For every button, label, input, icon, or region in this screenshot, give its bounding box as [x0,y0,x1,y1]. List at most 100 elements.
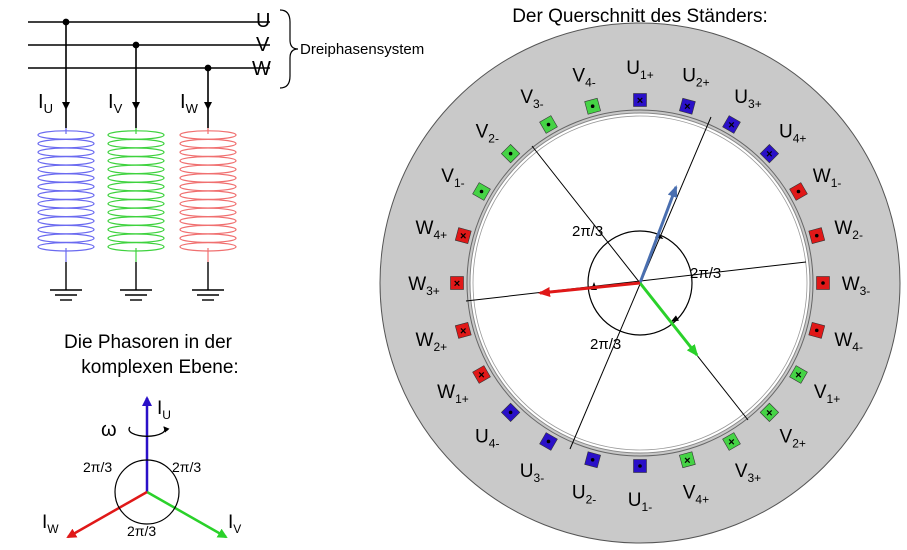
ground-symbol [50,262,82,301]
svg-text:×: × [766,407,772,419]
slot-label: W3+ [408,274,440,298]
current-taps [62,18,212,128]
slot-v4minus: V4- [572,65,601,115]
slot-u3minus: U3- [520,432,558,485]
phasor-title-line-1: Die Phasoren in der [64,332,233,353]
svg-text:×: × [728,120,734,132]
slot-v3plus: × V3+ [722,432,761,485]
line-label-v: V [256,34,270,56]
phasor-label-w: IW [42,512,59,536]
phasor-angle-circle [114,459,180,525]
slot-label: W1+ [437,382,469,406]
phasor-label-v: IV [228,512,241,536]
slot-label: V3+ [735,461,761,485]
slot-label: W2- [834,218,863,242]
phasor-title-line-2: komplexen Ebene: [81,357,238,378]
slot-v3minus: V3- [520,87,558,134]
svg-text:×: × [637,95,643,107]
system-label: Dreiphasensystem [300,41,424,58]
phasor-v [146,490,228,539]
slot-label: V2+ [780,427,806,451]
ground-symbol [192,262,224,301]
slot-u4plus: × U4+ [759,121,806,164]
slot-label: V2- [476,121,499,145]
slot-label: W2+ [416,330,448,354]
current-label-w: IW [180,91,199,116]
slot-label: U1+ [626,58,653,82]
coils [37,128,237,262]
slot-label: W4- [834,330,863,354]
ground-symbol [120,262,152,301]
line-label-u: U [256,10,270,32]
phasor-diagram [66,396,228,539]
field-vector-u [638,185,678,284]
slot-u2minus: U2- [572,451,601,507]
supply-lines [28,21,270,69]
svg-text:×: × [460,325,466,337]
slot-label: U3- [520,461,544,485]
slot-label: U1- [628,490,652,514]
rotation-arrow [128,426,170,437]
phasor-label-u: IU [157,398,171,422]
omega-label: ω [101,419,117,441]
slot-label: W3- [842,274,871,298]
svg-text:×: × [460,231,466,243]
slot-u3plus: ×U3+ [722,87,762,134]
svg-text:×: × [684,101,690,113]
stator-title: Der Querschnitt des Ständers: [512,6,768,27]
slot-label: U4+ [779,121,806,145]
current-label-v: IV [108,91,123,116]
stator-angle-label-top: 2π/3 [572,223,603,240]
slot-label: V1- [441,166,464,190]
slot-w2minus: W2- [808,218,863,244]
slot-label: U2+ [682,65,709,89]
slot-w3plus: × W3+ [408,274,464,298]
slot-label: V4- [572,65,595,89]
slot-w1minus: W1- [789,166,842,201]
svg-text:×: × [454,278,460,290]
slot-w4plus: × W4+ [416,218,472,244]
angle-label-right: 2π/3 [172,459,201,475]
slot-u2plus: × U2+ [679,65,710,115]
slot-v2minus: V2- [476,121,521,164]
coil-w [179,128,237,262]
svg-text:×: × [684,455,690,467]
slot-label: W1- [813,166,842,190]
slot-w2plus: × W2+ [416,322,472,354]
grounds [50,262,224,301]
coil-u [37,128,95,262]
slot-u4minus: U4- [475,402,521,451]
slot-label: U4- [475,427,499,451]
slot-label: W4+ [416,218,448,242]
slot-v2plus: × V2+ [759,402,806,451]
slot-w3minus: W3- [816,274,871,298]
phasor-w [66,490,148,539]
line-label-w: W [252,58,271,80]
slot-label: U2- [572,483,596,507]
angle-label-left: 2π/3 [83,459,112,475]
stator-angle-label-bottom: 2π/3 [590,336,621,353]
slot-label: U3+ [734,87,761,111]
field-vector-w [538,281,641,297]
slot-label: V4+ [683,483,709,507]
system-brace [279,9,299,89]
slot-v4plus: × V4+ [679,451,709,507]
current-label-u: IU [38,91,53,116]
slot-v1minus: V1- [441,166,491,201]
slot-label: V1+ [814,382,840,406]
air-gap-ring [466,109,814,457]
svg-text:×: × [728,436,734,448]
svg-text:×: × [478,370,484,382]
svg-text:×: × [766,149,772,161]
slot-w4minus: W4- [808,322,863,354]
angle-label-bottom: 2π/3 [127,523,156,539]
stator-slots: ×U1+×U2+×U3+×U4+W1-W2-W3-W4-×V1+×V2+×V3+… [408,58,870,514]
stator-angle-label-right: 2π/3 [690,265,721,282]
field-vector-v [638,282,699,357]
slot-u1plus: × U1+ [626,58,653,107]
angle-circle [587,230,693,336]
slot-w1plus: × W1+ [437,365,491,406]
slot-label: V3- [520,87,543,111]
